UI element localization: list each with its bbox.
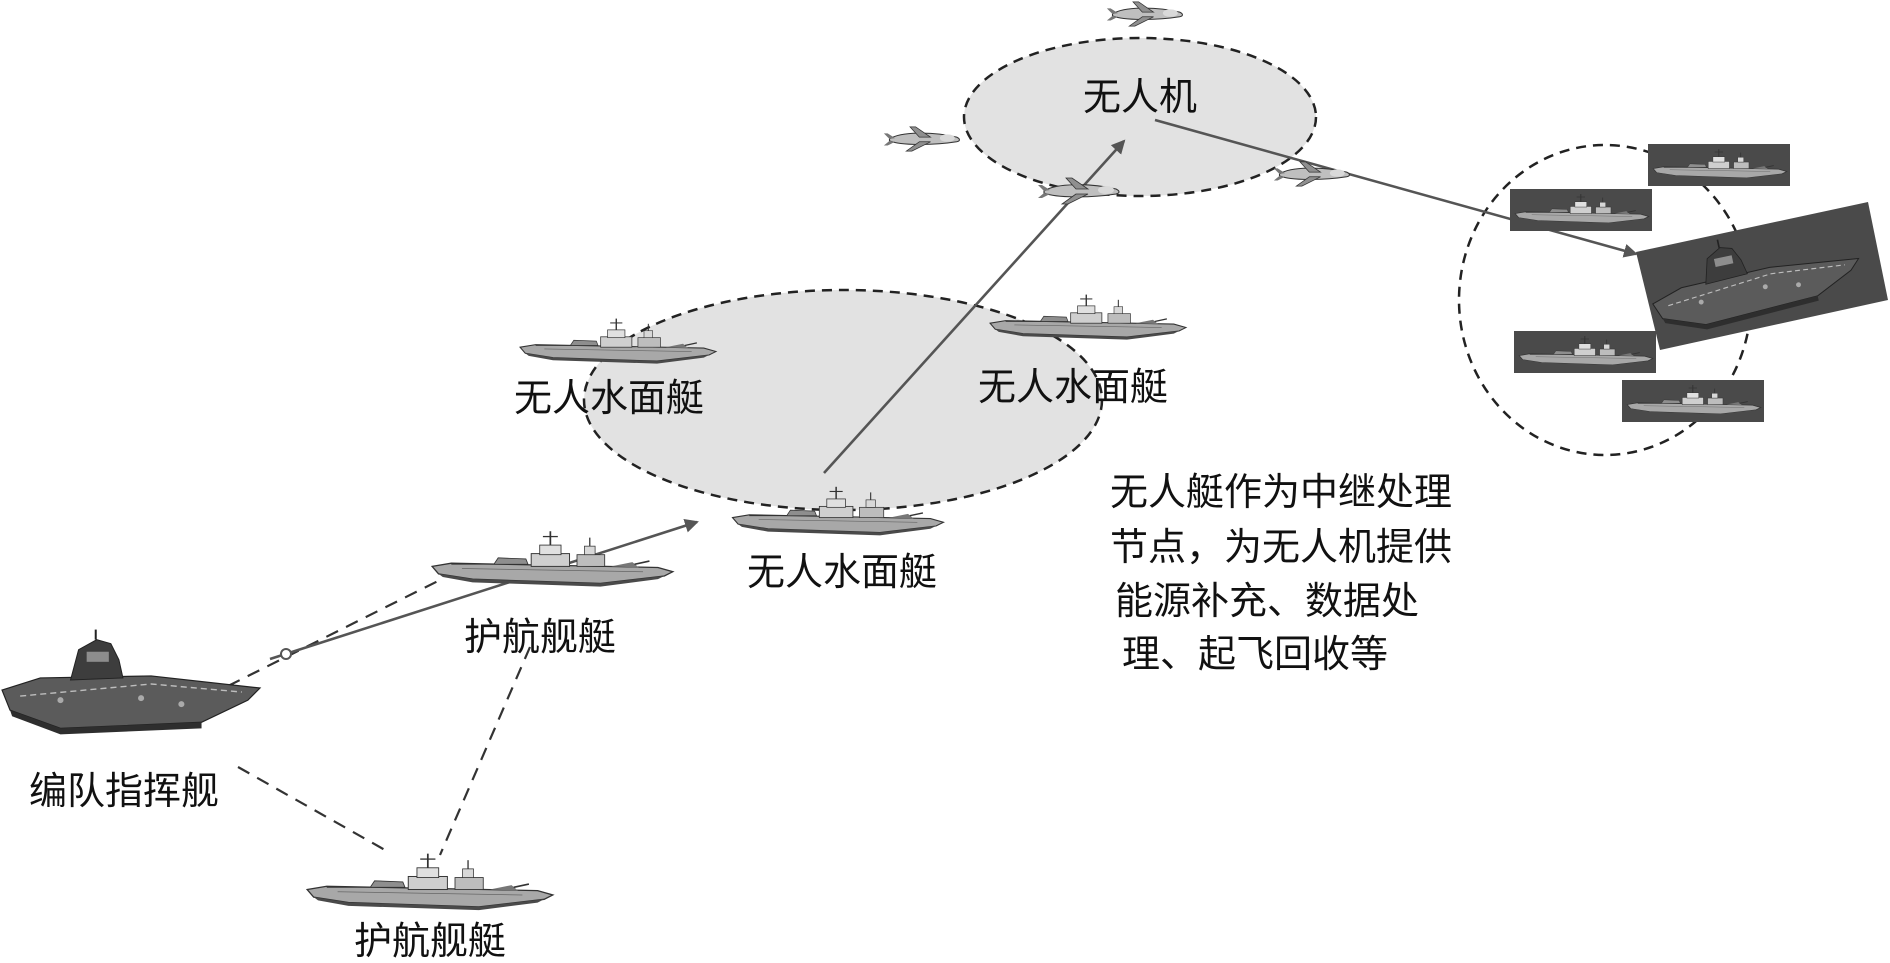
link-command-to-escort-lower [237, 766, 386, 851]
escort-ship-icon-lower [306, 852, 554, 912]
link-command-to-escort-upper [227, 579, 441, 687]
command-carrier-icon [0, 628, 262, 736]
relay-note: 无人艇作为中继处理 节点，为无人机提供 能源补充、数据处 理、起飞回收等 [1110, 470, 1452, 676]
link-escort-upper-to-escort-lower [438, 646, 532, 856]
uav-icon [1273, 161, 1351, 187]
uav-icon [883, 126, 961, 152]
label-escort-upper: 护航舰艇 [464, 615, 616, 659]
uav-icon [1106, 1, 1183, 27]
arrow-uav-to-target [1154, 118, 1638, 258]
usv-zone-ellipse [582, 288, 1104, 512]
relay-note-line: 无人艇作为中继处理 [1110, 470, 1452, 514]
label-usv-center: 无人水面艇 [747, 550, 937, 594]
relay-note-line: 理、起飞回收等 [1122, 632, 1388, 676]
relay-note-line: 节点，为无人机提供 [1110, 525, 1452, 569]
usv-icon-right [989, 293, 1187, 341]
label-uav: 无人机 [1083, 75, 1197, 119]
label-escort-lower: 护航舰艇 [354, 919, 506, 963]
target-fleet [1510, 144, 1888, 422]
uav-zone-ellipse [962, 36, 1318, 198]
link-node [280, 648, 292, 660]
label-usv-right: 无人水面艇 [978, 365, 1168, 409]
arrow-command-to-usv [269, 519, 699, 661]
relay-note-line: 能源补充、数据处 [1115, 579, 1419, 623]
label-usv-left: 无人水面艇 [514, 376, 704, 420]
escort-ship-icon-upper [431, 530, 674, 588]
label-command-ship: 编队指挥舰 [29, 769, 219, 813]
